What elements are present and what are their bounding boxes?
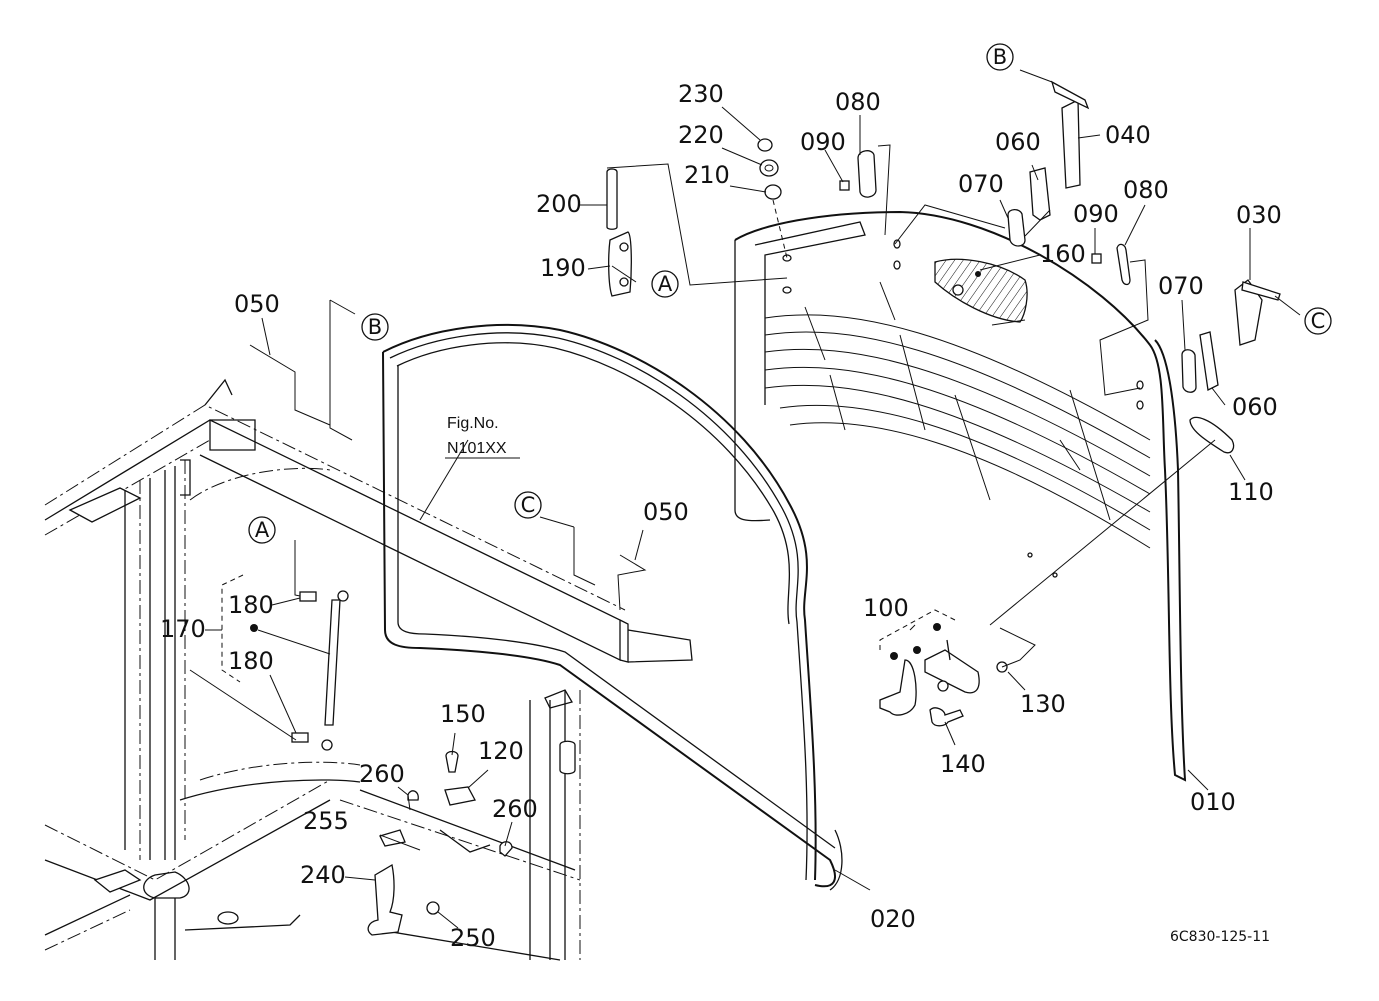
callout-170: 170 [160, 615, 206, 643]
callout-060-right: 060 [1232, 393, 1278, 421]
callout-250: 250 [450, 924, 496, 952]
ref-label-a: A [255, 518, 270, 542]
ref-marker-a-left: A [248, 516, 276, 544]
callout-260-right: 260 [492, 795, 538, 823]
callout-030: 030 [1236, 201, 1282, 229]
ref-label-b: B [368, 315, 382, 339]
callout-080-top: 080 [835, 88, 881, 116]
callout-090-top: 090 [800, 128, 846, 156]
callout-010: 010 [1190, 788, 1236, 816]
marker-dots [250, 623, 941, 660]
callout-180-lower: 180 [228, 647, 274, 675]
callout-150: 150 [440, 700, 486, 728]
callout-060-top: 060 [995, 128, 1041, 156]
callout-140: 140 [940, 750, 986, 778]
callout-050-left: 050 [234, 290, 280, 318]
ref-marker-a-top: A [651, 270, 679, 298]
door-glass-010 [734, 210, 1187, 782]
ref-label-c: C [521, 493, 536, 517]
callout-040: 040 [1105, 121, 1151, 149]
callout-180-upper: 180 [228, 591, 274, 619]
figure-reference: Fig.No. N101XX [445, 415, 520, 459]
group-brackets [205, 574, 956, 683]
callout-100: 100 [863, 594, 909, 622]
ref-marker-b-left: B [361, 313, 389, 341]
callout-050-mid: 050 [643, 498, 689, 526]
callout-255: 255 [303, 807, 349, 835]
callout-080-right: 080 [1123, 176, 1169, 204]
callout-070-right: 070 [1158, 272, 1204, 300]
callout-200: 200 [536, 190, 582, 218]
callout-130: 130 [1020, 690, 1066, 718]
callout-120: 120 [478, 737, 524, 765]
callout-220: 220 [678, 121, 724, 149]
vent-160 [934, 258, 1028, 323]
callout-110: 110 [1228, 478, 1274, 506]
ref-label-c: C [1311, 309, 1326, 333]
callout-240: 240 [300, 861, 346, 889]
ref-label-b: B [993, 45, 1007, 69]
door-seal-020 [382, 323, 843, 891]
ref-marker-c-right: C [1304, 307, 1332, 335]
callout-labels: 230 220 210 200 190 080 090 060 040 070 … [160, 80, 1282, 952]
callout-210: 210 [684, 161, 730, 189]
figure-ref-line2: N101XX [447, 440, 507, 457]
figure-ref-line1: Fig.No. [447, 415, 499, 432]
callout-090-right: 090 [1073, 200, 1119, 228]
drawing-code: 6C830-125-11 [1170, 929, 1270, 945]
callout-070-top: 070 [958, 170, 1004, 198]
ref-marker-b-top: B [986, 43, 1014, 71]
leader-lines [189, 69, 1301, 929]
callout-260-left: 260 [359, 760, 405, 788]
hinge-parts [291, 80, 1281, 936]
ref-label-a: A [658, 272, 673, 296]
ref-marker-c-left: C [514, 491, 542, 519]
callout-230: 230 [678, 80, 724, 108]
cab-frame [44, 378, 693, 961]
callout-020: 020 [870, 905, 916, 933]
callout-160: 160 [1040, 240, 1086, 268]
reference-markers: B A C B C A [248, 43, 1332, 544]
callout-190: 190 [540, 254, 586, 282]
